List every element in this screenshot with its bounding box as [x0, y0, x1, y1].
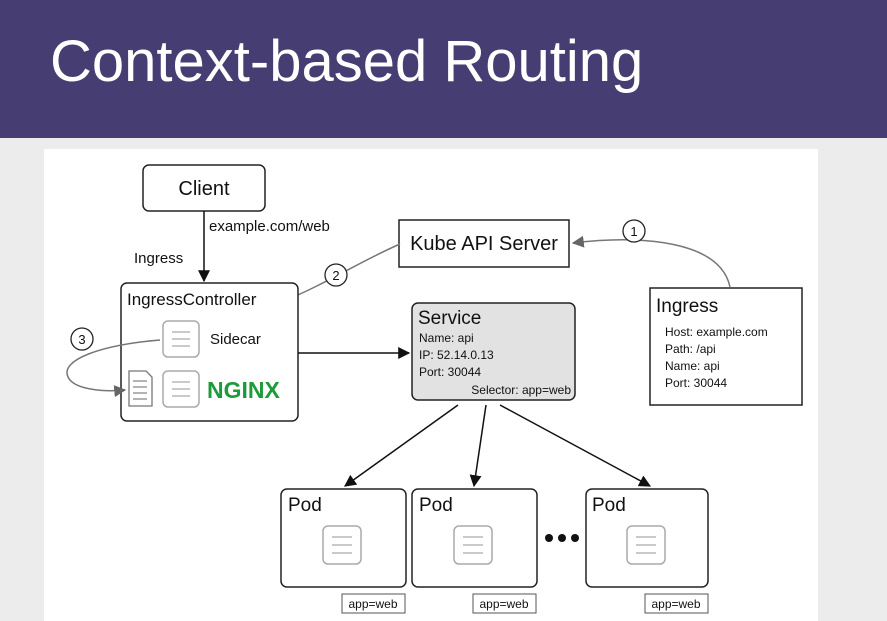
ellipsis-dots [545, 534, 579, 542]
pod-node: Pod app=web [411, 488, 538, 614]
pod-label: Pod [288, 495, 322, 516]
service-name: Name: api [419, 331, 474, 345]
client-node: Client [142, 164, 266, 212]
service-to-pod-arrow [344, 404, 459, 487]
pod-label: Pod [592, 495, 626, 516]
slide-title: Context-based Routing [50, 29, 644, 94]
pod-tag: app=web [651, 597, 700, 611]
ingress-to-api-arrow [571, 235, 731, 288]
step-2-number: 2 [332, 268, 339, 283]
service-to-pod-arrow [499, 404, 652, 487]
container-icon [322, 525, 362, 565]
pod-tag: app=web [479, 597, 528, 611]
sidecar-label: Sidecar [210, 331, 261, 348]
service-label: Service [418, 308, 481, 329]
pod-node: Pod app=web [280, 488, 407, 614]
ingress-edge-label: Ingress [134, 250, 183, 267]
nginx-logo: NGINX [207, 377, 281, 403]
request-url-label: example.com/web [209, 218, 330, 235]
pod-tag: app=web [348, 597, 397, 611]
client-label: Client [178, 178, 230, 200]
container-icon [453, 525, 493, 565]
container-icon [162, 320, 200, 358]
ingress-controller-label: IngressController [127, 290, 257, 309]
step-2-marker: 2 [324, 263, 348, 287]
ingress-name: Name: api [665, 359, 720, 373]
step-3-number: 3 [78, 332, 85, 347]
service-selector: Selector: app=web [471, 383, 571, 397]
step-1-number: 1 [630, 224, 637, 239]
slide-header: Context-based Routing [0, 0, 887, 138]
service-port: Port: 30044 [419, 365, 481, 379]
ingress-port: Port: 30044 [665, 376, 727, 390]
kube-api-server-node: Kube API Server [398, 219, 570, 268]
ingress-host: Host: example.com [665, 325, 768, 339]
ingress-path: Path: /api [665, 342, 716, 356]
ingress-controller-node: IngressController Sidecar NGINX [120, 282, 299, 422]
step-1-marker: 1 [622, 219, 646, 243]
config-file-icon [128, 370, 153, 407]
service-to-pod-arrow [469, 404, 487, 488]
container-icon [626, 525, 666, 565]
ingress-resource-node: Ingress Host: example.com Path: /api Nam… [649, 287, 803, 406]
service-ip: IP: 52.14.0.13 [419, 348, 494, 362]
pod-label: Pod [419, 495, 453, 516]
service-node: Service Name: api IP: 52.14.0.13 Port: 3… [411, 302, 576, 401]
ingress-resource-label: Ingress [656, 296, 718, 317]
pod-node: Pod app=web [585, 488, 709, 614]
sidecar-to-config-arrow [66, 339, 161, 398]
step-3-marker: 3 [70, 327, 94, 351]
container-icon [162, 370, 200, 408]
kube-api-server-label: Kube API Server [410, 233, 558, 255]
